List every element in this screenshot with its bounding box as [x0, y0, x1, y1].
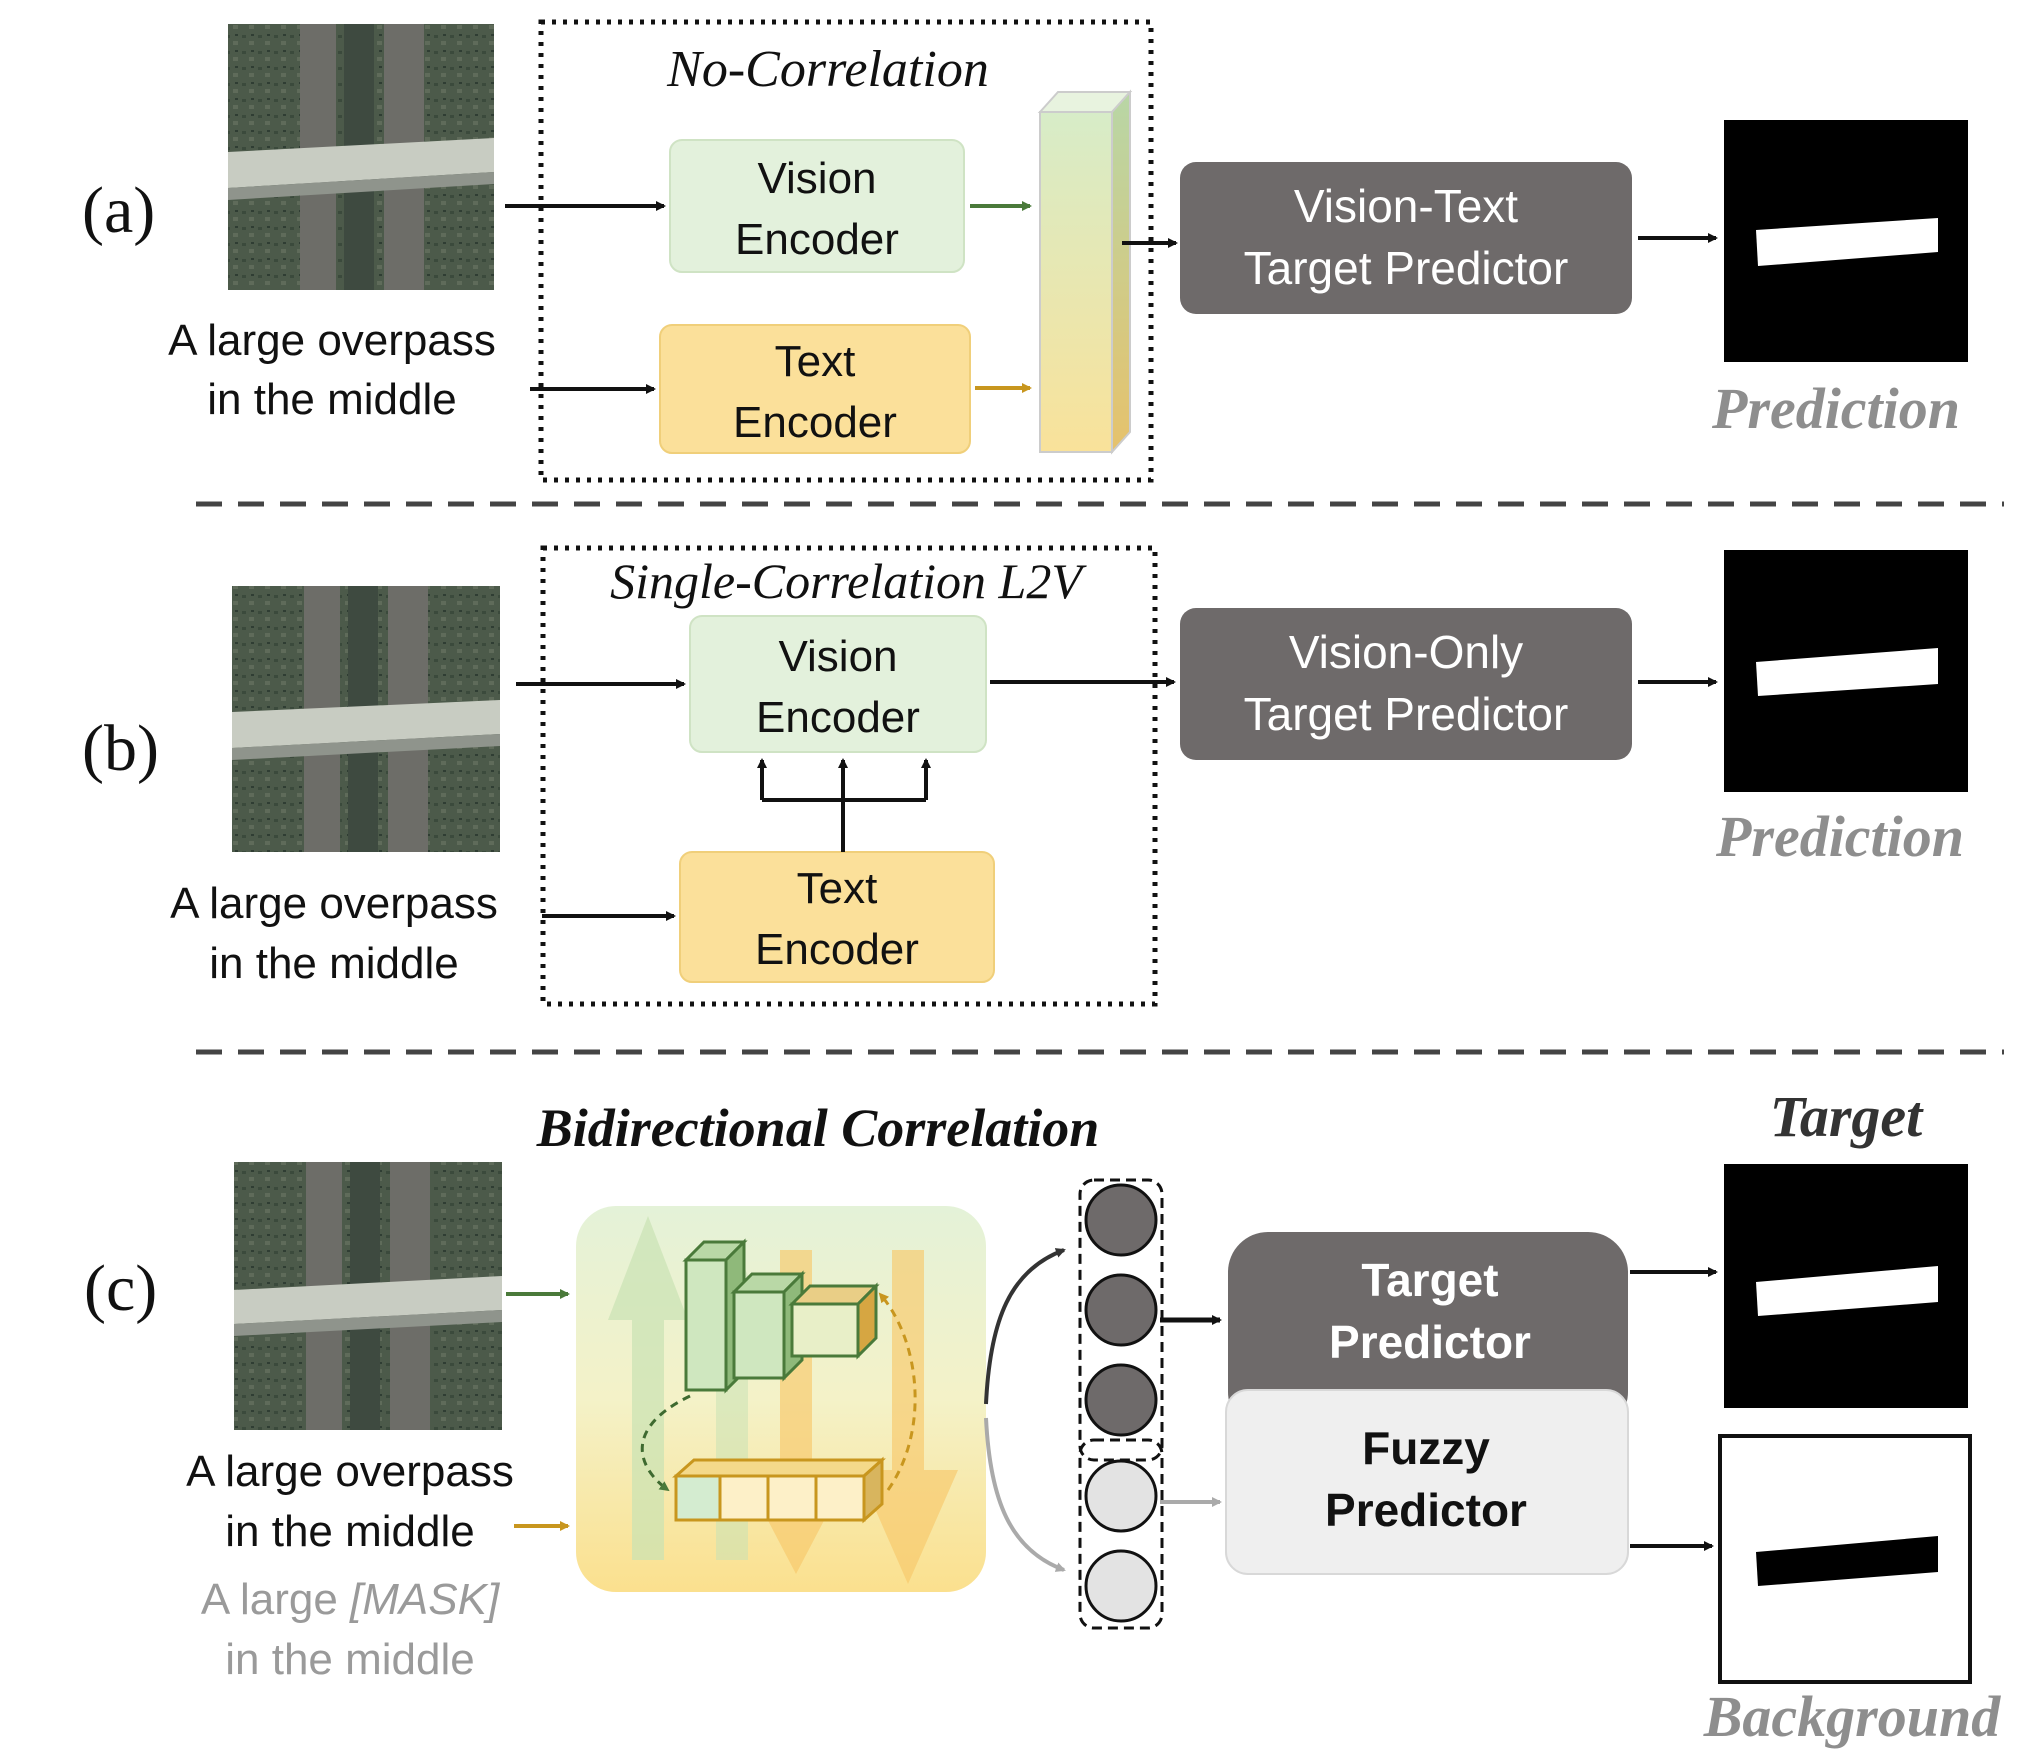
background-mask: [1718, 1434, 1972, 1684]
panel-a-text-encoder-line2: Encoder: [733, 398, 897, 447]
panel-b-vision-only-predictor: [1180, 608, 1632, 760]
panel-a-vision-encoder-line1: Vision: [757, 154, 876, 203]
target-mask: [1724, 1164, 1968, 1408]
panel-a-vision-encoder-line2: Encoder: [735, 215, 899, 264]
panel-a-output-label: Prediction: [1711, 376, 1960, 441]
panel-b: (b) A large overpass in the middle Singl…: [82, 545, 1968, 1007]
panel-c-aerial-image: [234, 1162, 502, 1430]
panel-b-vision-encoder: [689, 615, 987, 753]
panel-b-module-box: [540, 545, 1158, 1007]
panel-b-text-encoder: [679, 851, 995, 983]
panel-a-aerial-image: [228, 24, 494, 290]
panel-a: (a) A large overpass in the middle No-Co…: [82, 19, 1968, 483]
panel-a-fused-feature: [1037, 89, 1133, 455]
panel-b-caption-line1: A large overpass: [170, 879, 498, 928]
target-predictor-line2: Predictor: [1329, 1316, 1531, 1368]
panel-a-predictor-line2: Target Predictor: [1244, 242, 1569, 294]
panel-b-predictor-line2: Target Predictor: [1244, 688, 1569, 740]
panel-b-text-encoder-line1: Text: [797, 864, 878, 913]
query-tokens: [1078, 1178, 1164, 1630]
mask-token: [MASK]: [349, 1575, 501, 1624]
panel-a-prediction-mask: [1724, 120, 1968, 362]
panel-a-text-encoder: [659, 324, 971, 454]
panel-c: (c) A large overpass in the middle A lar…: [84, 1084, 2001, 1749]
fuzzy-predictor-line1: Fuzzy: [1362, 1422, 1490, 1474]
panel-a-caption-line2: in the middle: [207, 375, 456, 424]
fuzzy-predictor-line2: Predictor: [1325, 1484, 1527, 1536]
panel-b-language-to-vision-arrows: [757, 758, 931, 852]
panel-b-predictor-line1: Vision-Only: [1289, 626, 1523, 678]
background-output-label: Background: [1703, 1684, 2002, 1749]
panel-a-caption-line1: A large overpass: [168, 316, 496, 365]
panel-c-title: Bidirectional Correlation: [536, 1098, 1100, 1158]
target-predictor-line1: Target: [1361, 1254, 1498, 1306]
panel-b-output-label: Prediction: [1715, 804, 1964, 869]
panel-c-masked-caption-line2: in the middle: [225, 1635, 474, 1684]
panel-c-fuzzy-branch-arrow: [984, 1417, 1066, 1572]
panel-a-vision-text-predictor: [1180, 162, 1632, 314]
panel-a-module-box: [538, 19, 1154, 483]
panel-b-text-encoder-line2: Encoder: [755, 925, 919, 974]
panel-b-label: (b): [82, 712, 159, 785]
panel-a-label: (a): [82, 174, 155, 247]
panel-b-title: Single-Correlation L2V: [610, 553, 1087, 609]
fuzzy-predictor: [1225, 1389, 1629, 1575]
panel-a-vision-encoder: [669, 139, 965, 273]
panel-c-caption-line2: in the middle: [225, 1507, 474, 1556]
panel-b-vision-encoder-line1: Vision: [778, 632, 897, 681]
panel-b-prediction-mask: [1724, 550, 1968, 792]
panel-b-vision-encoder-line2: Encoder: [756, 693, 920, 742]
panel-a-predictor-line1: Vision-Text: [1294, 180, 1518, 232]
panel-a-text-encoder-line1: Text: [775, 337, 856, 386]
bidirectional-correlation-module: [576, 1206, 986, 1592]
masked-caption-prefix: A large: [201, 1575, 350, 1624]
panel-c-caption-line1: A large overpass: [186, 1447, 514, 1496]
panel-c-target-branch-arrow: [984, 1248, 1066, 1405]
panel-b-aerial-image: [232, 586, 500, 852]
panel-c-masked-caption-line1: A large [MASK]: [201, 1575, 501, 1624]
panel-c-label: (c): [84, 1252, 157, 1325]
target-output-label: Target: [1770, 1084, 1924, 1149]
panel-a-title: No-Correlation: [666, 41, 989, 98]
panel-b-caption-line2: in the middle: [209, 939, 458, 988]
target-predictor: [1228, 1232, 1628, 1432]
